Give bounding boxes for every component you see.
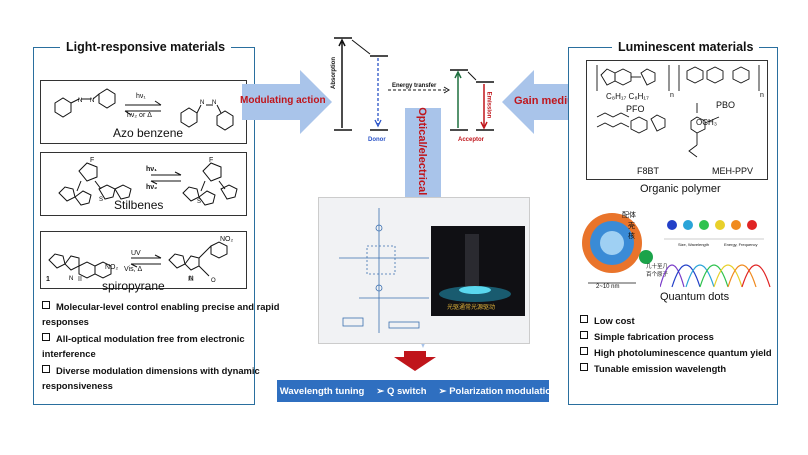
spiropyrane-caption: spiropyrane — [102, 279, 165, 293]
pfo-n: n — [670, 92, 674, 99]
right-bullet-3: High photoluminescence quantum yield — [580, 345, 772, 360]
left-bullet-1: Molecular-level control enabling precise… — [42, 301, 280, 327]
azo-hv1: hν₁ — [136, 93, 146, 100]
feature-wavelength-tuning: ➢ Wavelength tuning — [269, 385, 365, 397]
right-bullet-1: Low cost — [580, 313, 635, 328]
och3-label: OCH₃ — [696, 118, 718, 127]
left-bullet-3: Diverse modulation dimensions with dynam… — [42, 365, 260, 391]
quantum-dots-caption: Quantum dots — [660, 291, 730, 303]
left-bullet-2: All-optical modulation free from electro… — [42, 333, 245, 359]
emission-label: Emission — [485, 91, 492, 119]
optical-setup-image: 光驱通常光源驱动 — [318, 197, 530, 344]
azo-hv2: hν₂ or Δ — [127, 112, 152, 119]
acceptor-label: Acceptor — [458, 137, 485, 143]
organic-polymer-box — [586, 60, 768, 180]
light-responsive-title: Light-responsive materials — [60, 40, 232, 54]
spiro-label-1: 1 — [46, 276, 50, 283]
stilbene-caption: Stilbenes — [114, 198, 164, 212]
right-bullet-4: Tunable emission wavelength — [580, 361, 726, 376]
pbo-label: PBO — [716, 100, 736, 110]
stilbene-hv1: hν₁ — [146, 166, 158, 173]
svg-text:N: N — [69, 276, 73, 282]
right-bullet-2: Simple fabrication process — [580, 329, 714, 344]
donor-label: Donor — [368, 137, 386, 143]
quantum-dot-illustration — [582, 213, 653, 284]
qd-scale-label: 2~10 nm — [596, 284, 620, 290]
svg-text:S: S — [99, 197, 103, 203]
svg-text:N: N — [200, 100, 204, 106]
svg-text:S: S — [197, 199, 201, 205]
pbo-n: n — [760, 92, 764, 99]
spiro-vis: Vis, Δ — [124, 266, 143, 273]
spiro-no2-right: NO₂ — [220, 236, 234, 243]
azobenzene-caption: Azo benzene — [113, 126, 184, 140]
modulating-action-label: Modulating action — [240, 95, 326, 106]
qd-emission-spectrum — [660, 220, 771, 288]
gain-medium-label: Gain medium — [514, 95, 584, 107]
pfo-label: PFO — [626, 104, 645, 114]
stilbene-f2: F — [209, 157, 214, 164]
feature-q-switch: ➢ Q switch — [376, 385, 427, 397]
laser-photo — [431, 226, 525, 316]
f8bt-label: F8BT — [637, 166, 660, 176]
stilbene-hv2: hν₂ — [146, 184, 158, 191]
qd-shell-label: 壳 — [628, 223, 635, 230]
pfo-c8-label: C₈H₁₇ C₈H₁₇ — [606, 92, 649, 101]
polymer-structures — [596, 65, 760, 158]
qd-size-label: Size, Wavelength — [678, 242, 709, 247]
spiro-label-2: II — [78, 276, 82, 283]
energy-transfer-label: Energy transfer — [392, 83, 437, 89]
feature-polarization: ➢ Polarization modulation — [438, 385, 557, 397]
svg-text:O: O — [211, 278, 216, 284]
organic-polymer-caption: Organic polymer — [640, 183, 721, 195]
spiro-label-3: III — [188, 276, 194, 283]
modulating-arrow — [242, 70, 332, 134]
qd-ligand-label: 配体 — [622, 212, 636, 219]
optical-schematic — [339, 208, 429, 333]
luminescent-title: Luminescent materials — [612, 40, 760, 54]
meh-ppv-label: MEH-PPV — [712, 166, 754, 176]
qd-atoms-label: 几十至几 百个原子 — [646, 264, 669, 278]
spiro-uv: UV — [131, 250, 141, 257]
svg-text:N: N — [212, 100, 216, 106]
output-arrow — [394, 351, 436, 371]
energy-level-diagram — [334, 37, 494, 131]
photo-caption: 光驱通常光源驱动 — [447, 305, 496, 311]
svg-text:N: N — [189, 276, 193, 282]
stilbene-f1: F — [90, 157, 95, 164]
svg-text:N: N — [78, 98, 82, 104]
qd-energy-label: Energy, Frequency — [724, 242, 758, 247]
svg-text:N: N — [90, 98, 94, 104]
qd-core-label: 核 — [628, 233, 635, 240]
spiro-no2-left: NO₂ — [105, 264, 119, 271]
absorption-label: Absorption — [331, 57, 337, 89]
modulation-features-bar: ➢ Wavelength tuning ➢ Q switch ➢ Polariz… — [269, 380, 557, 402]
